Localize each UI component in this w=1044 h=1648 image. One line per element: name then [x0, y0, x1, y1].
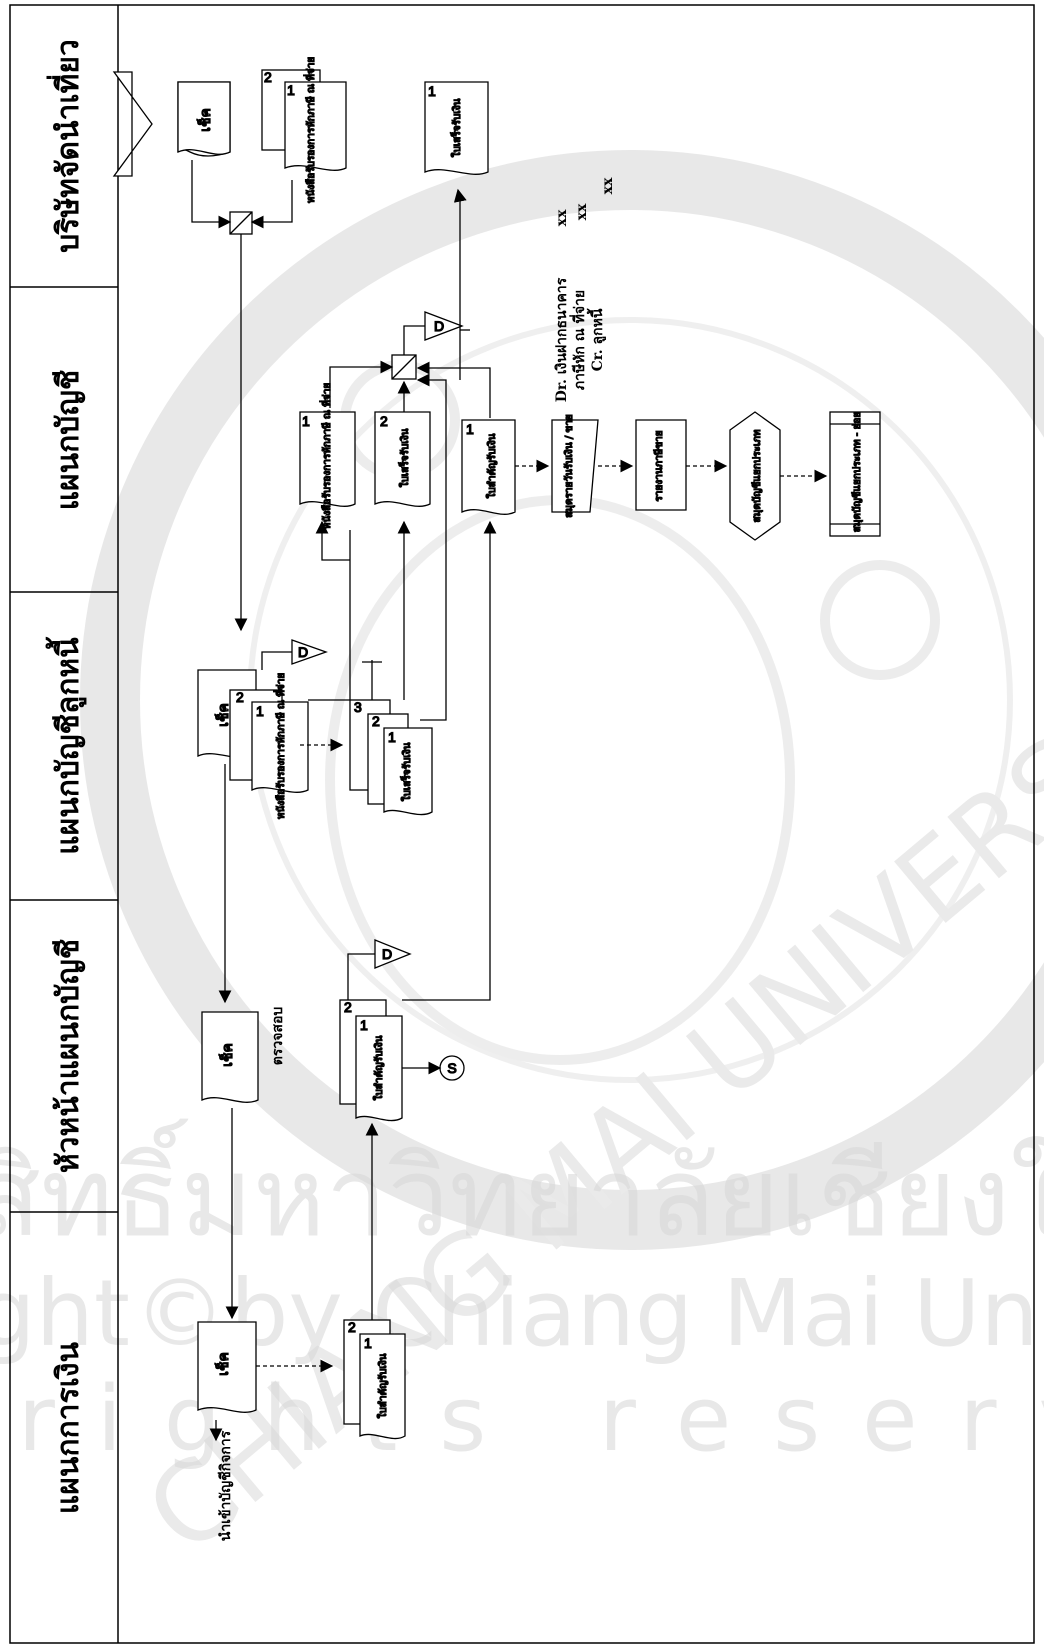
journal-amount-cr: xx — [600, 177, 616, 194]
svg-text:ใบสำคัญรับเงิน: ใบสำคัญรับเงิน — [377, 1353, 389, 1418]
cheque-doc-finance: เช็ค — [197, 1321, 257, 1413]
svg-text:3: 3 — [354, 699, 362, 715]
off-page-arrow-icon — [112, 71, 153, 177]
debit-notice-docs-company: 2 1 หนังสือรับรองการหักภาษี ณ ที่จ่าย — [261, 56, 347, 204]
svg-text:เช็ค: เช็ค — [218, 1043, 236, 1067]
connector-s-icon: S — [439, 1055, 465, 1081]
svg-text:ใบสำคัญรับเงิน: ใบสำคัญรับเงิน — [373, 1035, 385, 1100]
watermark-thai: ลิขสิทธิ์มหาวิทยาลัยเชียงใหม่ — [0, 1118, 1044, 1261]
svg-text:หนังสือรับรองการหักภาษี ณ ที่จ: หนังสือรับรองการหักภาษี ณ ที่จ่าย — [273, 673, 287, 819]
svg-text:สมุดบัญชีแยกประเภท: สมุดบัญชีแยกประเภท — [751, 430, 763, 523]
svg-text:2: 2 — [348, 1319, 356, 1335]
cash-receipts-journal: สมุดรายวันรับเงิน / ขาย — [551, 414, 599, 518]
lane-title-accounting: แผนกบัญชี — [51, 370, 86, 511]
svg-text:D: D — [298, 644, 308, 660]
debit-notice-docs-receivables: 2 1 หนังสือรับรองการหักภาษี ณ ที่จ่าย — [229, 672, 309, 820]
lane-titles: บริษัทจัดนำเที่ยว แผนกบัญชี แผนกบัญชีลูก… — [45, 39, 87, 1514]
svg-text:2: 2 — [380, 413, 388, 429]
svg-text:1: 1 — [256, 703, 264, 719]
swimlanes — [9, 4, 1035, 1644]
svg-text:1: 1 — [388, 729, 396, 745]
svg-text:สมุดรายวันรับเงิน / ขาย: สมุดรายวันรับเงิน / ขาย — [564, 414, 575, 517]
svg-text:รายงานภาษีขาย: รายงานภาษีขาย — [653, 430, 665, 501]
svg-text:1: 1 — [364, 1335, 372, 1351]
svg-text:1: 1 — [360, 1017, 368, 1033]
svg-text:1: 1 — [466, 421, 474, 437]
debit-notice-doc-accounting: 1 หนังสือรับรองการหักภาษี ณ ที่จ่าย — [299, 382, 356, 530]
svg-text:2: 2 — [236, 689, 244, 705]
seal-ring-outer — [80, 150, 1044, 1250]
svg-text:ใบสำคัญรับเงิน: ใบสำคัญรับเงิน — [486, 433, 498, 498]
receipt-doc-company: 1 ใบเสร็จรับเงิน — [424, 81, 489, 175]
svg-text:เช็ค: เช็ค — [214, 703, 232, 727]
check-label: ตรวจสอบ — [270, 1007, 286, 1066]
labels: ตรวจสอบ นำเข้าบัญชีกิจการ Dr. เงินฝากธนา… — [218, 177, 616, 1541]
collate-icon-accounting — [391, 354, 417, 380]
receipt-voucher-docs-chief: 2 1 ใบสำคัญรับเงิน — [339, 998, 403, 1122]
cheque-doc-company: เช็ค — [177, 81, 231, 157]
svg-text:หนังสือรับรองการหักภาษี ณ ที่จ: หนังสือรับรองการหักภาษี ณ ที่จ่าย — [303, 57, 317, 203]
watermark-copyright: Copyright — [0, 1260, 130, 1367]
journal-amount-tax: xx — [574, 203, 590, 220]
svg-text:สมุดบัญชีแยกประเภท - ย่อย: สมุดบัญชีแยกประเภท - ย่อย — [851, 412, 863, 533]
svg-text:เช็ค: เช็ค — [214, 1352, 232, 1376]
subsidiary-ledger: สมุดบัญชีแยกประเภท - ย่อย — [829, 411, 881, 537]
file-triangle-receivables: D — [291, 639, 328, 665]
cheque-doc-chief: เช็ค — [201, 1011, 259, 1103]
svg-text:D: D — [434, 318, 444, 334]
receipt-docs-receivables: 3 2 1 ใบเสร็จรับเงิน — [349, 698, 433, 816]
svg-text:2: 2 — [264, 69, 272, 85]
general-ledger: สมุดบัญชีแยกประเภท — [729, 411, 781, 541]
journal-entry-dr: Dr. เงินฝากธนาคาร — [554, 277, 570, 402]
svg-text:1: 1 — [287, 82, 295, 98]
receipt-voucher-docs-finance: 2 1 ใบสำคัญรับเงิน — [343, 1318, 406, 1440]
lane-title-tour-company: บริษัทจัดนำเที่ยว — [46, 39, 86, 253]
svg-text:2: 2 — [344, 999, 352, 1015]
svg-text:หนังสือรับรองการหักภาษี ณ ที่จ: หนังสือรับรองการหักภาษี ณ ที่จ่าย — [319, 383, 333, 529]
svg-text:ใบเสร็จรับเงิน: ใบเสร็จรับเงิน — [449, 98, 463, 157]
journal-entry-tax: ภาษีหัก ณ ที่จ่าย — [569, 290, 588, 390]
collate-icon-company — [229, 211, 253, 235]
svg-text:S: S — [447, 1060, 456, 1076]
journal-amount-dr: xx — [554, 209, 570, 226]
lane-title-chief-accountant: หัวหน้าแผนกบัญชี — [51, 939, 86, 1173]
tax-report: รายงานภาษีขาย — [635, 419, 687, 511]
receipt-doc-accounting: 2 ใบเสร็จรับเงิน — [374, 411, 431, 507]
watermark-text: ลิขสิทธิ์มหาวิทยาลัยเชียงใหม่ Copyright … — [0, 1118, 1044, 1472]
svg-text:ใบเสร็จรับเงิน: ใบเสร็จรับเงิน — [397, 428, 411, 487]
svg-text:D: D — [382, 946, 392, 962]
journal-entry-cr: Cr. ลูกหนี้ — [586, 308, 606, 371]
flow-lines — [191, 160, 828, 1442]
file-triangle-accounting: D — [424, 311, 464, 341]
svg-text:1: 1 — [428, 83, 436, 99]
svg-text:ใบเสร็จรับเงิน: ใบเสร็จรับเงิน — [399, 742, 413, 801]
post-to-ledger-label: นำเข้าบัญชีกิจการ — [218, 1430, 234, 1541]
outer-border — [9, 4, 1035, 1644]
receipt-voucher-doc-accounting: 1 ใบสำคัญรับเงิน — [461, 419, 516, 515]
svg-text:2: 2 — [372, 713, 380, 729]
lane-title-receivables: แผนกบัญชีลูกหนี้ — [45, 636, 87, 854]
watermark-rights: All rights reserved — [0, 1367, 1044, 1472]
svg-text:1: 1 — [302, 413, 310, 429]
svg-text:เช็ค: เช็ค — [196, 108, 214, 132]
lane-title-finance: แผนกการเงิน — [51, 1341, 86, 1514]
seal-flower-icon — [820, 560, 940, 680]
